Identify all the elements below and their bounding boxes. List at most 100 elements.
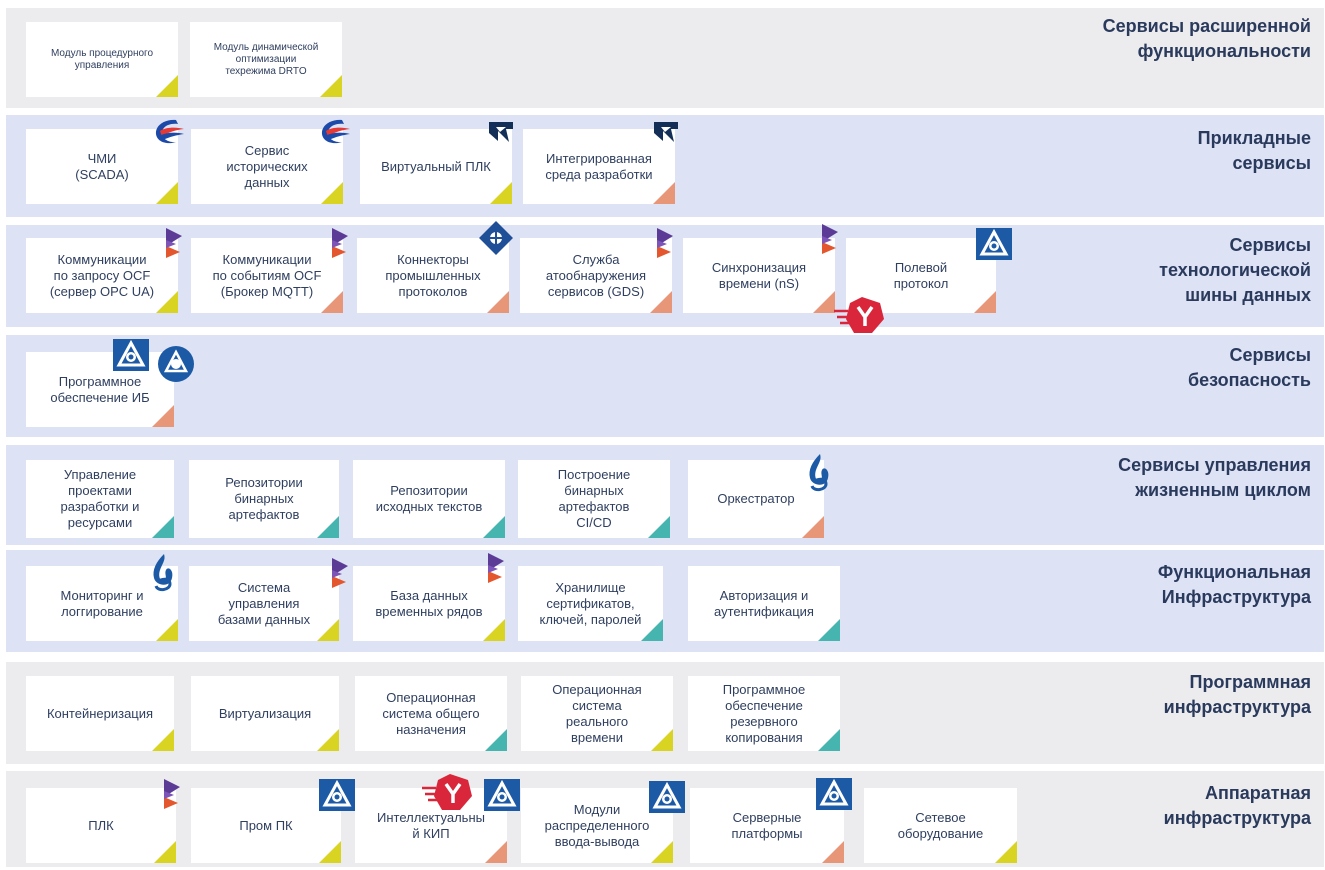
service-card: Хранилище сертификатов, ключей, паролей (518, 566, 663, 641)
service-card: Коннекторы промышленных протоколов (357, 238, 509, 313)
swirl-logo (318, 117, 352, 152)
service-card-label: Служба атообнаружения сервисов (GDS) (545, 251, 647, 299)
service-card: Интегрированная среда разработки (523, 129, 675, 204)
service-card: Виртуализация (191, 676, 339, 751)
service-card: Синхронизация времени (nS) (683, 238, 835, 313)
service-card-label: Серверные платформы (731, 809, 803, 841)
accent-corner-salmon (650, 291, 672, 313)
service-card: Сервис исторических данных (191, 129, 343, 204)
service-card-label: Операционная система общего назначения (382, 689, 480, 737)
service-card: Виртуальный ПЛК (360, 129, 512, 204)
service-card: Модуль динамической оптимизации техрежим… (190, 22, 342, 97)
diamond-logo (477, 219, 515, 262)
layer-title: Аппаратная инфраструктура (1163, 783, 1311, 828)
service-card-label: Коннекторы промышленных протоколов (385, 251, 481, 299)
service-card-label: Пром ПК (239, 817, 293, 833)
accent-corner-salmon (152, 405, 174, 427)
service-card-label: ПЛК (88, 817, 114, 833)
accent-corner-teal (641, 619, 663, 641)
service-card: Авторизация и аутентификация (688, 566, 840, 641)
flag-logo (820, 222, 842, 261)
service-card-label: ЧМИ (SCADA) (75, 150, 129, 182)
accent-corner-yellow (995, 841, 1017, 863)
atom-logo (648, 780, 686, 819)
service-card-label: Интеллектуальны й КИП (377, 809, 485, 841)
accent-corner-yellow (152, 729, 174, 751)
service-card: Репозитории бинарных артефактов (189, 460, 339, 538)
accent-corner-teal (483, 516, 505, 538)
accent-corner-yellow (651, 729, 673, 751)
service-card-label: Управление проектами разработки и ресурс… (60, 467, 140, 530)
layer-title: Программная инфраструктура (1163, 672, 1311, 717)
service-card-label: База данных временных рядов (375, 587, 483, 619)
red-bird-logo (832, 295, 892, 340)
flag-logo (162, 777, 184, 816)
service-card-label: Коммуникации по запросу OCF (сервер OPC … (49, 251, 155, 299)
accent-corner-yellow (321, 182, 343, 204)
swirl-logo (152, 117, 186, 152)
red-bird-logo (420, 772, 480, 817)
accent-corner-yellow (154, 841, 176, 863)
service-card: Операционная система реального времени (521, 676, 673, 751)
service-card-label: Контейнеризация (46, 705, 154, 721)
service-card: Модули распределенного ввода-вывода (521, 788, 673, 863)
flame-logo (148, 552, 178, 599)
service-card: Сетевое оборудование (864, 788, 1017, 863)
accent-corner-yellow (483, 619, 505, 641)
service-card-label: Интегрированная среда разработки (545, 150, 653, 182)
service-card-label: Модуль динамической оптимизации техрежим… (213, 41, 319, 77)
atom-logo (815, 777, 853, 816)
service-card-label: Мониторинг и логгирование (60, 587, 144, 619)
atom-logo (318, 778, 356, 817)
service-card: Контейнеризация (26, 676, 174, 751)
rosatom-logo (155, 344, 197, 389)
service-card-label: Хранилище сертификатов, ключей, паролей (539, 579, 642, 627)
accent-corner-yellow (317, 619, 339, 641)
service-card-label: Модуль процедурного управления (50, 47, 154, 71)
accent-corner-yellow (156, 75, 178, 97)
service-card: Репозитории исходных текстов (353, 460, 505, 538)
atom-logo (483, 778, 521, 817)
layer-title: Сервисы технологической шины данных (1159, 235, 1311, 305)
flag-logo (330, 556, 352, 595)
layer-title: Сервисы управления жизненным циклом (1118, 455, 1311, 500)
accent-corner-yellow (156, 619, 178, 641)
accent-corner-teal (648, 516, 670, 538)
service-card: ЧМИ (SCADA) (26, 129, 178, 204)
service-card: Служба атообнаружения сервисов (GDS) (520, 238, 672, 313)
service-card-label: Репозитории бинарных артефактов (225, 475, 303, 522)
accent-corner-yellow (156, 182, 178, 204)
accent-corner-salmon (487, 291, 509, 313)
accent-corner-teal (818, 619, 840, 641)
wing-logo (651, 117, 681, 152)
accent-corner-salmon (813, 291, 835, 313)
accent-corner-salmon (822, 841, 844, 863)
accent-corner-yellow (156, 291, 178, 313)
accent-corner-salmon (653, 182, 675, 204)
service-card: Оркестратор (688, 460, 824, 538)
flag-logo (655, 226, 677, 265)
service-card: Программное обеспечение резервного копир… (688, 676, 840, 751)
flag-logo (164, 226, 186, 265)
atom-logo (975, 227, 1013, 266)
accent-corner-salmon (321, 291, 343, 313)
accent-corner-yellow (320, 75, 342, 97)
layer-title: Функциональная Инфраструктура (1157, 562, 1311, 607)
atom-logo (112, 338, 150, 377)
service-card-label: Программное обеспечение резервного копир… (722, 681, 806, 745)
accent-corner-salmon (974, 291, 996, 313)
service-card-label: Сетевое оборудование (897, 809, 984, 841)
layer-title: Прикладные сервисы (1197, 128, 1311, 173)
accent-corner-yellow (317, 729, 339, 751)
service-card-label: Виртуализация (218, 705, 312, 721)
accent-corner-salmon (485, 841, 507, 863)
layer-band-4 (6, 335, 1324, 437)
flag-logo (486, 551, 508, 590)
service-card-label: Синхронизация времени (nS) (711, 259, 807, 291)
service-card-label: Модули распределенного ввода-вывода (544, 801, 650, 849)
service-card-label: Построение бинарных артефактов CI/CD (557, 467, 631, 530)
service-card: Управление проектами разработки и ресурс… (26, 460, 174, 538)
service-card: Мониторинг и логгирование (26, 566, 178, 641)
layer-title: Сервисы безопасность (1187, 345, 1311, 390)
flame-logo (804, 452, 834, 499)
